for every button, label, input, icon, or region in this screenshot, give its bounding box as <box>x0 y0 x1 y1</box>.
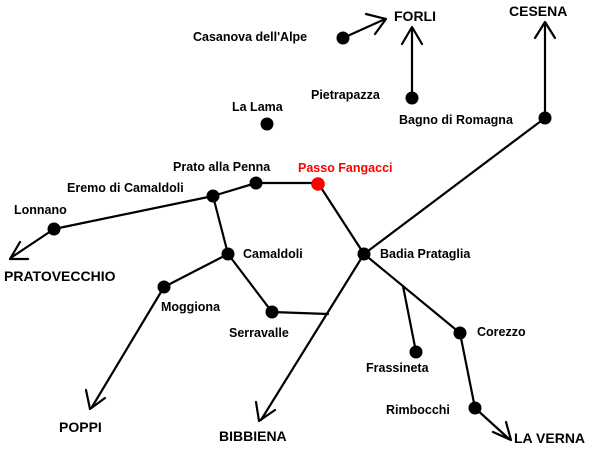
dest-bibbiena[interactable]: BIBBIENA <box>219 428 287 444</box>
dest-cesena[interactable]: CESENA <box>509 3 567 19</box>
road-network <box>10 18 547 440</box>
road-badia-bagno <box>362 116 547 256</box>
arrow-la-verna-icon <box>491 420 513 442</box>
node-prato[interactable] <box>249 176 263 190</box>
node-camaldoli[interactable] <box>221 247 235 261</box>
node-eremo[interactable] <box>206 189 220 203</box>
label-camaldoli: Camaldoli <box>243 247 303 261</box>
label-prato: Prato alla Penna <box>173 160 271 174</box>
node-rimbocchi[interactable] <box>468 401 482 415</box>
label-serravalle: Serravalle <box>229 326 289 340</box>
road-camaldoli-moggiona <box>162 252 230 289</box>
label-badia: Badia Prataglia <box>380 247 471 261</box>
road-passo-badia <box>316 181 366 256</box>
label-eremo: Eremo di Camaldoli <box>67 181 184 195</box>
arrow-bibbiena-icon <box>254 400 277 423</box>
dest-pratovecchio[interactable]: PRATOVECCHIO <box>4 268 116 284</box>
place-labels: Casanova dell'Alpe Pietrapazza Bagno di … <box>14 30 526 417</box>
road-moggiona-poppi <box>90 285 166 409</box>
node-passo[interactable] <box>311 177 325 191</box>
arrow-forli-icon <box>400 25 424 46</box>
arrow-cesena-icon <box>533 20 557 40</box>
road-eremo-lonnano <box>52 194 215 231</box>
label-passo: Passo Fangacci <box>298 161 393 175</box>
node-la-lama[interactable] <box>260 117 274 131</box>
road-badia-bibbiena <box>259 252 366 422</box>
road-branch-frassineta <box>401 284 418 354</box>
label-pietrapazza: Pietrapazza <box>311 88 381 102</box>
label-moggiona: Moggiona <box>161 300 221 314</box>
label-lonnano: Lonnano <box>14 203 67 217</box>
node-serravalle[interactable] <box>265 305 279 319</box>
label-rimbocchi: Rimbocchi <box>386 403 450 417</box>
place-markers <box>47 31 552 415</box>
road-lonnano-pratovecchio <box>10 227 56 259</box>
road-serravalle-junction <box>270 310 330 316</box>
dest-la-verna[interactable]: LA VERNA <box>514 430 585 446</box>
node-corezzo[interactable] <box>453 326 467 340</box>
node-lonnano[interactable] <box>47 222 61 236</box>
destination-labels: FORLI CESENA PRATOVECCHIO POPPI BIBBIENA… <box>4 3 585 446</box>
label-la-lama: La Lama <box>232 100 284 114</box>
label-casanova: Casanova dell'Alpe <box>193 30 307 44</box>
direction-arrows <box>8 12 557 442</box>
arrow-poppi-icon <box>84 388 107 411</box>
node-moggiona[interactable] <box>157 280 171 294</box>
node-frassineta[interactable] <box>409 345 423 359</box>
road-eremo-prato <box>211 181 258 198</box>
label-frassineta: Frassineta <box>366 361 430 375</box>
road-badia-corezzo <box>362 252 462 335</box>
arrow-pratovecchio-icon <box>8 240 30 261</box>
node-casanova[interactable] <box>336 31 350 45</box>
road-casanova-forli <box>341 18 385 40</box>
road-camaldoli-serravalle <box>226 252 274 314</box>
dest-poppi[interactable]: POPPI <box>59 419 102 435</box>
label-bagno: Bagno di Romagna <box>399 113 514 127</box>
node-pietrapazza-bagno-link[interactable] <box>405 91 419 105</box>
road-rimbocchi-laverna <box>473 406 510 440</box>
node-bagno[interactable] <box>538 111 552 125</box>
label-corezzo: Corezzo <box>477 325 526 339</box>
node-badia[interactable] <box>357 247 371 261</box>
arrow-forli-casanova-icon <box>364 12 388 36</box>
road-eremo-camaldoli <box>211 194 230 256</box>
dest-forli[interactable]: FORLI <box>394 8 436 24</box>
road-corezzo-rimbocchi <box>458 331 477 410</box>
